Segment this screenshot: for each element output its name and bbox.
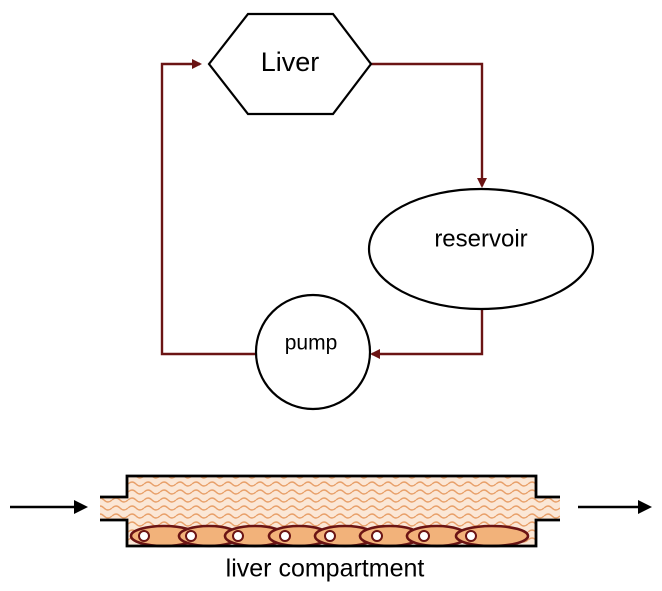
cell-nucleus: [418, 530, 430, 542]
outlet-arrow: [578, 500, 652, 514]
chamber-outline: [100, 474, 560, 548]
bioreactor: liver compartment: [10, 474, 652, 583]
cell-nucleus: [465, 530, 477, 542]
cell-nucleus: [232, 530, 244, 542]
inlet-arrow: [10, 500, 88, 514]
liver-label: Liver: [261, 47, 320, 77]
flow-line-liver-to-reservoir: [371, 62, 487, 188]
liver-hexagon: [207, 12, 373, 116]
cell-nucleus: [138, 530, 150, 542]
circuit-flow-lines: [160, 59, 487, 359]
cell-nucleus: [324, 530, 336, 542]
pump-node: pump: [254, 293, 372, 411]
cell-nuclei: [138, 530, 477, 542]
pump-label: pump: [285, 332, 338, 355]
reservoir-node: reservoir: [367, 187, 595, 311]
flow-line-pump-to-liver: [160, 59, 257, 356]
liver-node: Liver: [207, 12, 373, 116]
reservoir-ellipse: [367, 187, 595, 311]
flow-line-reservoir-to-pump: [370, 310, 484, 359]
cell-nucleus: [185, 530, 197, 542]
cell-nucleus: [279, 530, 291, 542]
pump-circle: [254, 293, 372, 411]
cell-nucleus: [371, 530, 383, 542]
reservoir-label: reservoir: [434, 225, 527, 252]
liver-compartment-label: liver compartment: [226, 555, 425, 583]
